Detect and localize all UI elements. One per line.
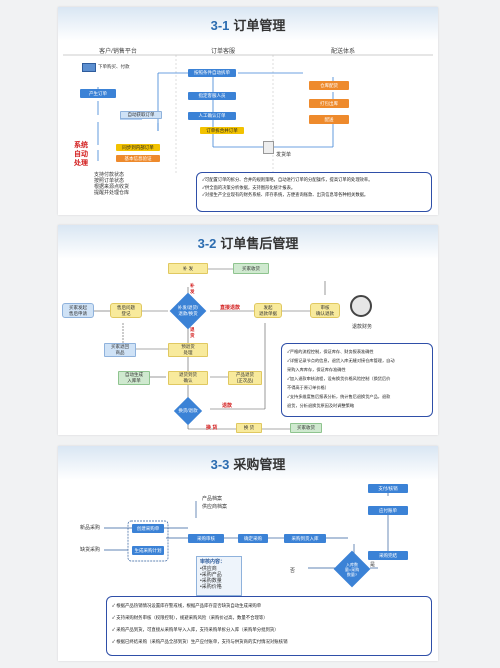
notes-box: ✓严格的流程控制，保证库存、财务报表准确性 ✓详细记录节点的信息，退货入库无缝对… [281, 343, 433, 417]
refund-direct-label: 直接退款 [220, 305, 241, 311]
shipping-note-label: 发货单 [276, 152, 292, 158]
po-plan-node: 生成采购计划 [132, 546, 164, 555]
document-icon [263, 141, 274, 154]
note-line: ✓供全面的决策分析依据，支持图形化统计报表。 [202, 184, 296, 190]
create-po-node: 创建采购单 [132, 524, 164, 533]
supplier-file-label: 供应商档案 [202, 504, 228, 510]
service-step: 人工确认订单 [188, 112, 236, 120]
exchange-edge-label: 换 货 [206, 425, 218, 431]
note-line: ✓对接生产企业现有的财务系统、库存系统，方便查询账款、出货信息等各种相关数据。 [202, 192, 369, 197]
product-file-label: 产品档案 [202, 496, 223, 502]
generate-order-node: 产生订单 [80, 89, 116, 98]
feature-item: 提醒并处理仓库 [94, 190, 130, 196]
restock-purchase-label: 缺货采购 [80, 547, 101, 553]
customer-request-node: 买家发起 售后申请 [62, 303, 94, 318]
pay-settle-node: 支付/核销 [368, 484, 408, 493]
reship-edge-label: 补 发 [190, 283, 195, 294]
return-confirm-node: 退货到货 确认 [168, 371, 208, 385]
po-review-node: 采购审核 [188, 534, 224, 543]
quantity-decision-label: 入库数 量=采购 数量? [344, 561, 360, 577]
auto-inbound-node: 自动生成 入库单 [118, 371, 150, 385]
review-item: •采购产品 [200, 572, 222, 578]
decision-label-1: 补发/退货/ 退款/换货 [177, 305, 199, 316]
register-node: 售后问题 登记 [110, 303, 142, 318]
decision-label-2: 换货/退款 [178, 408, 198, 413]
refund-node: 发起 退款单据 [254, 303, 282, 318]
panel-header [58, 225, 438, 259]
note-line: 退货，分析退换货原因及时调整策略 [287, 403, 355, 408]
service-step: 指定客服人员 [188, 92, 236, 100]
refund-edge-label: 退款 [222, 403, 233, 409]
exchange-node: 换 货 [236, 423, 262, 433]
column-header-service: 订单客服 [210, 49, 235, 55]
delivery-step: 配送 [309, 115, 349, 124]
magnifier-icon [350, 295, 372, 317]
note-line: ✓ 根据已终结采购（采购产品全部到货）生产应付账单，支持与供货商的实付情况对账核… [112, 639, 288, 644]
basic-info-node: 基本信息验证 [116, 155, 160, 162]
approve-refund-node: 审核 确认退款 [310, 303, 340, 318]
customer-action-label: 下单购买、付款 [98, 64, 130, 69]
panel-header [58, 7, 438, 41]
note-line: ✓支持多维度售后报表分析，统计售后退换货产品，退款 [287, 394, 391, 399]
payable-node: 应付账单 [368, 506, 408, 515]
goods-inbound-node: 产品退货 (正次品) [228, 371, 262, 385]
review-panel: 审核内容： •供应商 •采购产品 •采购数量 •采购价格 [196, 556, 242, 596]
buyer-receive-node: 买家收货 [233, 263, 269, 274]
auto-push-node: 自动获取订单 [120, 111, 162, 119]
purchase-done-node: 采购完结 [368, 551, 408, 560]
note-line: ✓ 支持采购财务审核（权限控制），规避采购风险（采购价过高，数量不合理等） [112, 615, 268, 620]
no-label: 否 [290, 568, 296, 574]
new-purchase-label: 新品采购 [80, 525, 101, 531]
review-item: •采购数量 [200, 578, 222, 584]
note-line: 不得高于原订单价格） [287, 385, 329, 390]
column-header-platform: 客户/销售平台 [99, 49, 137, 55]
review-item: •采购价格 [200, 584, 222, 590]
refund-finance-label: 退款财务 [352, 324, 373, 330]
column-header-delivery: 配送体系 [330, 49, 355, 55]
feature-item: 按照订单状态 [94, 178, 125, 184]
feature-item: 根据来源点收货 [94, 184, 130, 190]
column-dividers [63, 54, 433, 173]
return-goods-node: 买家退回 商品 [104, 343, 136, 357]
note-line: ✓详细记录节点的信息，退货入库无缝对接仓库管理，自动 [287, 358, 395, 363]
delivery-step: 打包出库 [309, 99, 349, 108]
notes-box: ✓可配置订单的拆分、合并的规则策略，自动进行订单的分配操作，提高订单的处理效率。… [196, 172, 432, 212]
buyer-receive-node-2: 买家收货 [290, 423, 322, 433]
return-edge-label: 退 货 [190, 327, 195, 338]
computer-icon [82, 63, 96, 72]
confirm-purchase-node: 确定采购 [238, 534, 268, 543]
pre-return-node: 预退货 处理 [168, 343, 208, 357]
note-line: ✓严格的流程控制，保证库存、财务报表准确性 [287, 349, 374, 354]
po-inbound-node: 采购到货入库 [284, 534, 326, 543]
sync-order-node: 同步到内部订单 [116, 144, 160, 151]
review-item: •供应商 [200, 566, 217, 572]
yes-label: 是 [370, 562, 376, 568]
note-line: ✓可配置订单的拆分、合并的规则策略，自动进行订单的分配操作，提高订单的处理效率。 [202, 177, 373, 182]
note-line: ✓ 根据产品热销情况设置库存警戒线，根据产品库存是否缺货自动生成采购单 [112, 603, 262, 608]
system-auto-label: 系统 自动 处理 [74, 142, 88, 167]
panel-header [58, 446, 438, 480]
order-merge-node: 订单拆合并订单 [200, 127, 244, 134]
note-line: ✓加入退款审核流程，设有换货价格风险控制（换货后价 [287, 376, 391, 381]
note-line: ✓ 采购产品到货，可直接从采购单导入入库，支持采购单拆分入库（采购单分批到货） [112, 627, 279, 632]
reship-node: 补 发 [168, 263, 208, 274]
service-step: 按照条件自动拆单 [188, 69, 236, 77]
notes-box: ✓ 根据产品热销情况设置库存警戒线，根据产品库存是否缺货自动生成采购单 ✓ 支持… [106, 596, 432, 656]
feature-item: 支持付款状态 [94, 172, 125, 178]
note-line: 采购入库库存，保证库存准确性 [287, 367, 346, 372]
delivery-step: 仓库配货 [309, 81, 349, 90]
review-title: 审核内容： [200, 559, 226, 565]
